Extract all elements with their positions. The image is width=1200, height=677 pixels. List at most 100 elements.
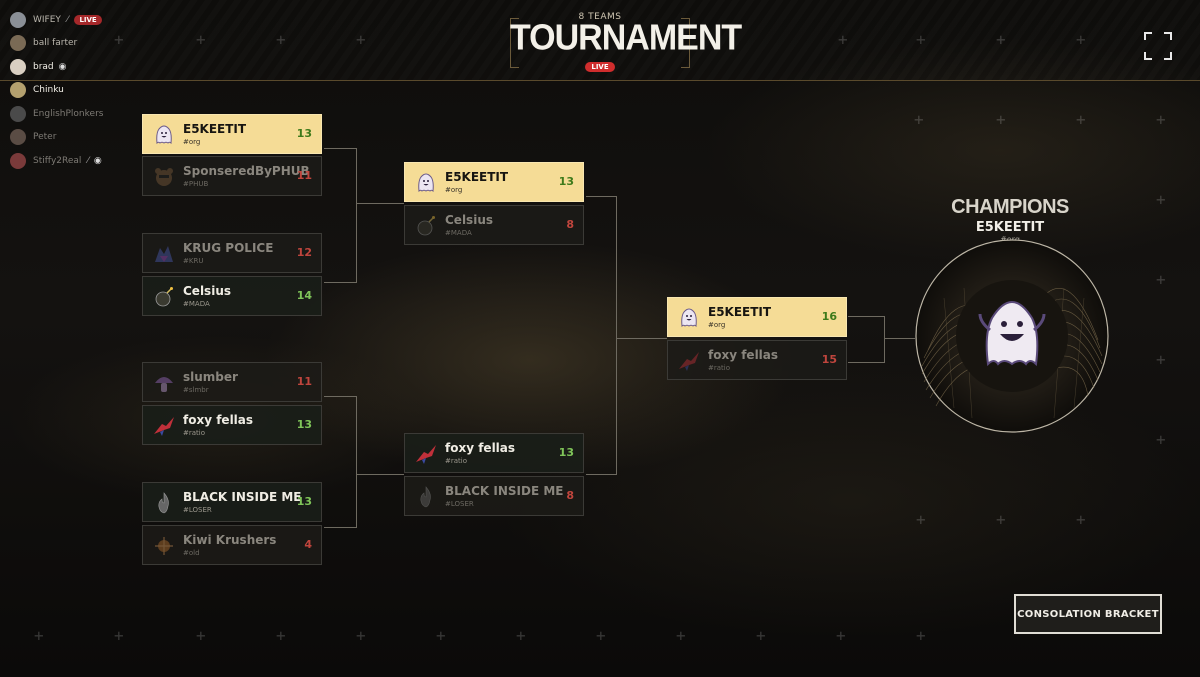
mushroom-logo	[152, 371, 176, 395]
team-name: E5KEETIT	[445, 170, 509, 184]
party-member-name: ball farter	[33, 38, 78, 49]
party-member[interactable]: brad ◉	[10, 55, 210, 79]
dragon-logo	[152, 242, 176, 266]
avatar	[10, 35, 26, 52]
team-score: 15	[821, 353, 837, 366]
champions-panel: CHAMPIONS E5KEETIT #org	[930, 196, 1090, 244]
party-member[interactable]: EnglishPlonkers	[10, 102, 210, 126]
team-score: 13	[296, 495, 312, 508]
team-tag: #org	[445, 186, 463, 194]
ghost-logo	[152, 123, 176, 147]
team-card[interactable]: Kiwi Krushers #old 4	[142, 525, 322, 565]
party-member-name: Chinku	[33, 85, 64, 96]
mic-muted-icon: ⁄	[87, 155, 89, 166]
team-score: 13	[558, 446, 574, 459]
team-card[interactable]: slumber #slmbr 11	[142, 362, 322, 402]
live-badge: LIVE	[585, 62, 615, 72]
team-tag: #ratio	[183, 429, 206, 437]
avatar	[10, 58, 26, 75]
team-name: BLACK INSIDE ME	[183, 490, 302, 504]
avatar	[10, 105, 26, 122]
party-member-name: WIFEY	[33, 14, 61, 25]
champion-trophy-emblem	[915, 239, 1109, 433]
champions-label: CHAMPIONS	[951, 196, 1069, 218]
team-score: 8	[566, 489, 574, 502]
team-tag: #org	[708, 321, 726, 329]
party-member[interactable]: WIFEY ⁄ LIVE	[10, 8, 210, 32]
team-score: 13	[296, 418, 312, 431]
ghost-logo	[677, 306, 701, 330]
header-bracket-left	[510, 18, 519, 68]
avatar	[10, 11, 26, 28]
header-bracket-right	[681, 18, 690, 68]
team-tag: #ratio	[708, 364, 731, 372]
team-name: Celsius	[183, 284, 231, 298]
party-member-name: Peter	[33, 132, 57, 143]
party-member[interactable]: Stiffy2Real ⁄ ◉	[10, 149, 210, 173]
flame-logo	[152, 491, 176, 515]
live-badge: LIVE	[74, 14, 102, 25]
team-tag: #MADA	[445, 229, 472, 237]
team-count: 8 TEAMS	[578, 12, 622, 22]
team-score: 4	[304, 538, 312, 551]
team-card[interactable]: SponseredByPHUB #PHUB 11	[142, 156, 322, 196]
flame-logo	[414, 485, 438, 509]
team-name: KRUG POLICE	[183, 241, 274, 255]
team-name: Celsius	[445, 213, 493, 227]
team-card[interactable]: E5KEETIT #org 16	[667, 297, 847, 337]
team-score: 8	[566, 218, 574, 231]
team-score: 11	[296, 169, 312, 182]
team-name: SponseredByPHUB	[183, 164, 310, 178]
bomb-logo	[152, 285, 176, 309]
team-score: 11	[296, 375, 312, 388]
team-tag: #LOSER	[445, 500, 474, 508]
fox-logo	[414, 442, 438, 466]
spectating-eye-icon: ◉	[93, 155, 102, 166]
team-name: Kiwi Krushers	[183, 533, 277, 547]
team-score: 16	[821, 310, 837, 323]
team-card[interactable]: E5KEETIT #org 13	[404, 162, 584, 202]
team-score: 12	[296, 246, 312, 259]
team-score: 14	[296, 289, 312, 302]
party-member-name: EnglishPlonkers	[33, 108, 104, 119]
avatar	[10, 152, 26, 169]
consolation-bracket-button[interactable]: CONSOLATION BRACKET	[1014, 594, 1162, 634]
team-tag: #slmbr	[183, 386, 209, 394]
team-tag: #ratio	[445, 457, 468, 465]
champion-team-name: E5KEETIT	[975, 220, 1045, 235]
team-card[interactable]: Celsius #MADA 8	[404, 205, 584, 245]
team-card[interactable]: Celsius #MADA 14	[142, 276, 322, 316]
team-score: 13	[558, 175, 574, 188]
team-name: E5KEETIT	[708, 305, 772, 319]
fox-logo	[152, 414, 176, 438]
kiwi-logo	[152, 534, 176, 558]
team-name: foxy fellas	[445, 441, 516, 455]
party-member[interactable]: ball farter	[10, 32, 210, 56]
ghost-logo-large	[978, 300, 1046, 367]
team-card[interactable]: foxy fellas #ratio 15	[667, 340, 847, 380]
fox-logo	[677, 349, 701, 373]
avatar	[10, 82, 26, 99]
team-tag: #PHUB	[183, 180, 209, 188]
party-member-name: Stiffy2Real	[33, 155, 82, 166]
team-tag: #old	[183, 549, 200, 557]
spectating-eye-icon: ◉	[58, 61, 67, 72]
team-card[interactable]: foxy fellas #ratio 13	[404, 433, 584, 473]
fullscreen-icon[interactable]	[1144, 32, 1172, 60]
party-member[interactable]: Peter	[10, 126, 210, 150]
bomb-logo	[414, 214, 438, 238]
team-name: foxy fellas	[708, 348, 779, 362]
tournament-header: 8 TEAMS TOURNAMENT LIVE	[510, 12, 742, 76]
mic-muted-icon: ⁄	[66, 14, 69, 25]
party-member[interactable]: Chinku	[10, 79, 210, 103]
page-title: TOURNAMENT	[510, 18, 742, 58]
party-member-name: brad	[33, 61, 54, 72]
team-tag: #MADA	[183, 300, 210, 308]
team-name: slumber	[183, 370, 238, 384]
